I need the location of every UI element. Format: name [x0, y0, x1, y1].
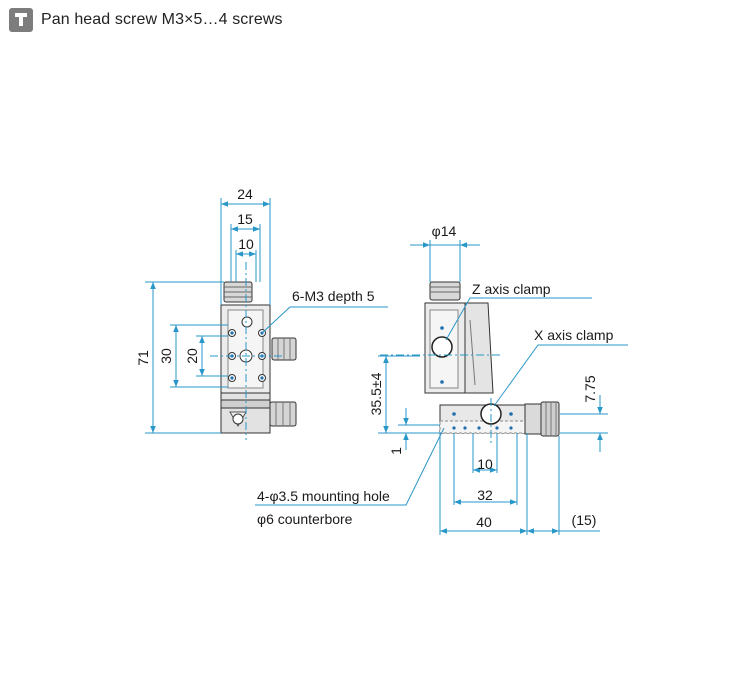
- side-right-knob: [524, 403, 542, 435]
- callout-mounting-hole: 4-φ3.5 mounting hole: [257, 488, 390, 504]
- z-clamp-knob: [431, 336, 453, 358]
- callout-counterbore: φ6 counterbore: [257, 511, 353, 527]
- front-dimension-labels: 24 15 10 71 30 20 6-M3 depth 5: [135, 186, 375, 366]
- side-view: [424, 281, 560, 437]
- callout-tapped-holes: 6-M3 depth 5: [292, 288, 375, 304]
- dim-20: 20: [184, 348, 200, 364]
- side-dimensions: [255, 240, 628, 535]
- side-top-knob: [429, 281, 461, 301]
- callout-z-clamp: Z axis clamp: [472, 281, 551, 297]
- dim-32: 32: [477, 487, 493, 503]
- dim-7-75: 7.75: [582, 375, 598, 402]
- dim-40: 40: [476, 514, 492, 530]
- dim-24: 24: [237, 186, 253, 202]
- side-dimension-labels: φ14 Z axis clamp X axis clamp 35.5±4 1 7…: [257, 223, 614, 530]
- dim-30: 30: [158, 348, 174, 364]
- dim-10-side: 10: [477, 456, 493, 472]
- side-bracket: [464, 302, 494, 394]
- dim-10: 10: [238, 236, 254, 252]
- screw-icon: [9, 8, 33, 32]
- dim-71: 71: [135, 350, 151, 366]
- front-dimensions: [145, 198, 388, 440]
- dim-1: 1: [388, 447, 404, 455]
- header: Pan head screw M3×5…4 screws: [9, 8, 283, 32]
- callout-x-clamp: X axis clamp: [534, 327, 614, 343]
- dim-35-5: 35.5±4: [368, 372, 384, 415]
- dim-15-paren: (15): [572, 512, 597, 528]
- header-title: Pan head screw M3×5…4 screws: [41, 11, 283, 28]
- dim-15: 15: [237, 211, 253, 227]
- dim-phi14: φ14: [432, 223, 457, 239]
- front-view: [220, 281, 297, 434]
